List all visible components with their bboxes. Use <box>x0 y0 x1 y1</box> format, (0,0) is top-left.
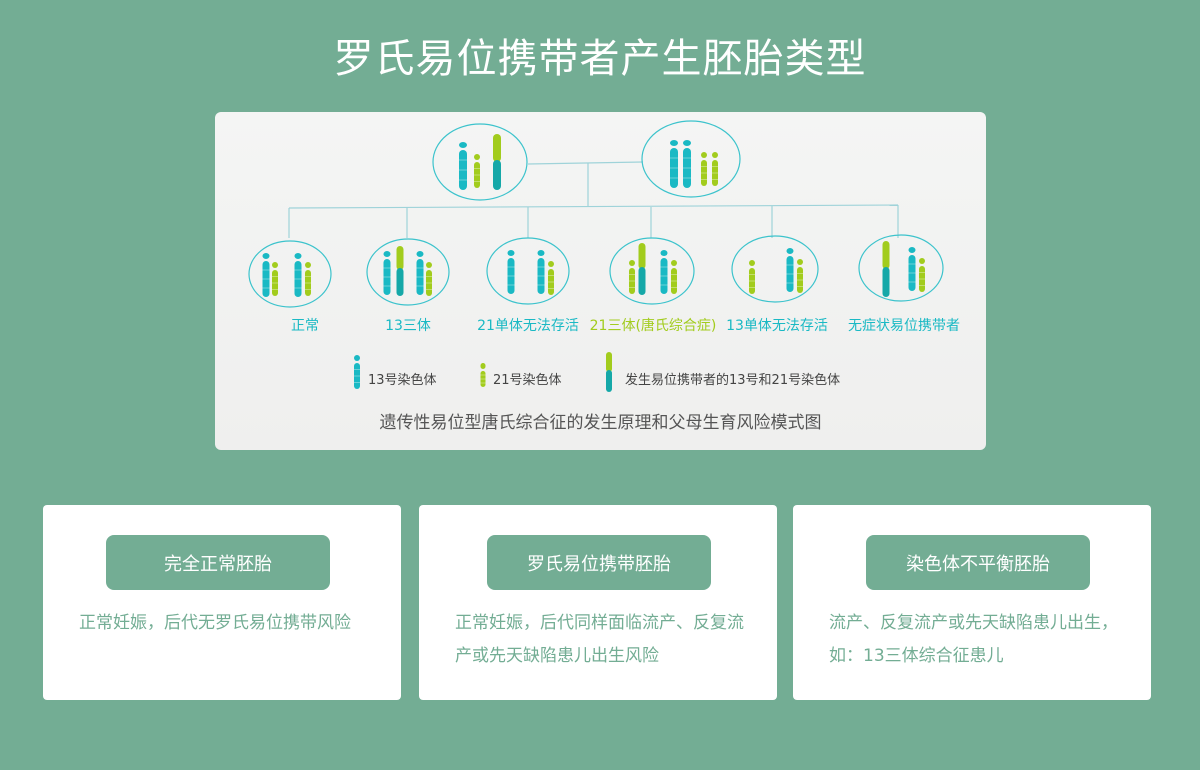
card-title-carrier-embryo: 罗氏易位携带胚胎 <box>487 535 711 590</box>
card-normal-embryo: 完全正常胚胎 正常妊娠，后代无罗氏易位携带风险 <box>43 505 401 700</box>
translocated-chromosome <box>493 134 501 190</box>
chromosome-21 <box>749 260 755 294</box>
chromosome-13 <box>507 250 515 294</box>
chromosome-13 <box>416 251 424 295</box>
embryo-cell-monosomy-21 <box>486 237 570 305</box>
embryo-label-carrier: 无症状易位携带者 <box>841 315 967 335</box>
chromosome-21 <box>629 260 635 294</box>
parent-cell-normal <box>641 120 741 198</box>
chromosome-21 <box>919 258 925 292</box>
embryo-label-text: 21单体无法存活 <box>477 318 579 334</box>
embryo-label-text: 21三体(唐氏综合症) <box>589 318 717 334</box>
chromosome-13 <box>294 253 302 297</box>
chromosome-21 <box>305 262 311 296</box>
chromosome-21 <box>671 260 677 294</box>
embryo-cell-monosomy-13 <box>731 235 819 303</box>
chromosome-21 <box>797 259 803 293</box>
chromosome-13 <box>262 253 270 297</box>
embryo-cell-trisomy-13 <box>366 238 450 306</box>
embryo-label-trisomy-21: 21三体(唐氏综合症) <box>588 315 718 335</box>
diagram-caption: 遗传性易位型唐氏综合征的发生原理和父母生育风险模式图 <box>379 413 822 433</box>
karyotype-diagram: 正常 13三体 21单体无法存活 21三体(唐氏综合症) 13单体无法存活 无症… <box>215 112 986 450</box>
embryo-label-monosomy-13: 13单体无法存活 <box>714 315 840 335</box>
embryo-label-text: 13单体无法存活 <box>726 318 828 334</box>
pedigree-connectors <box>288 161 899 238</box>
chromosome-21 <box>426 262 432 296</box>
embryo-label-text: 无症状易位携带者 <box>848 318 960 334</box>
embryo-label-monosomy-21: 21单体无法存活 <box>465 315 591 335</box>
chromosome-13 <box>459 142 467 190</box>
chromosome-21 <box>701 152 707 186</box>
parent-cell-carrier <box>432 123 528 201</box>
card-carrier-embryo: 罗氏易位携带胚胎 正常妊娠，后代同样面临流产、反复流产或先天缺陷患儿出生风险 <box>419 505 777 700</box>
card-title-unbalanced-embryo: 染色体不平衡胚胎 <box>866 535 1090 590</box>
embryo-cell-carrier <box>858 234 944 302</box>
chromosome-13 <box>383 251 391 295</box>
chromosome-13-icon <box>354 355 360 389</box>
chromosome-21 <box>548 261 554 295</box>
card-desc-normal-embryo: 正常妊娠，后代无罗氏易位携带风险 <box>79 613 351 633</box>
chromosome-13 <box>660 250 668 294</box>
legend-label-13: 13号染色体 <box>368 373 437 388</box>
card-desc-carrier-embryo: 正常妊娠，后代同样面临流产、反复流产或先天缺陷患儿出生风险 <box>455 613 744 666</box>
chromosome-13 <box>683 140 691 188</box>
embryo-cell-normal <box>248 240 332 308</box>
legend-label-21: 21号染色体 <box>493 373 562 388</box>
chromosome-21 <box>272 262 278 296</box>
chromosome-13 <box>537 250 545 294</box>
translocated-chromosome <box>396 246 404 296</box>
chromosome-13 <box>908 247 916 291</box>
chromosome-21 <box>712 152 718 186</box>
embryo-label-normal: 正常 <box>262 315 348 335</box>
diagram-graphic <box>248 120 944 392</box>
embryo-label-trisomy-13: 13三体 <box>365 315 451 335</box>
embryo-label-text: 正常 <box>291 318 319 334</box>
card-title-normal-embryo: 完全正常胚胎 <box>106 535 330 590</box>
translocated-chromosome <box>638 243 646 295</box>
chromosome-21 <box>474 154 480 188</box>
legend-label-translocated: 发生易位携带者的13号和21号染色体 <box>625 373 841 388</box>
chromosome-13 <box>670 140 678 188</box>
card-desc-unbalanced-embryo: 流产、反复流产或先天缺陷患儿出生，如：13三体综合征患儿 <box>829 613 1118 666</box>
translocated-chromosome <box>882 241 890 297</box>
page-title: 罗氏易位携带者产生胚胎类型 <box>333 36 867 82</box>
chromosomes <box>262 134 925 297</box>
chromosome-21-icon <box>480 363 486 387</box>
embryo-cells <box>248 234 944 308</box>
chromosome-13 <box>786 248 794 292</box>
card-unbalanced-embryo: 染色体不平衡胚胎 流产、反复流产或先天缺陷患儿出生，如：13三体综合征患儿 <box>793 505 1151 700</box>
embryo-cell-trisomy-21 <box>609 237 695 305</box>
translocated-chromosome-icon <box>606 352 612 392</box>
legend-icons <box>354 352 612 392</box>
embryo-label-text: 13三体 <box>385 318 431 334</box>
